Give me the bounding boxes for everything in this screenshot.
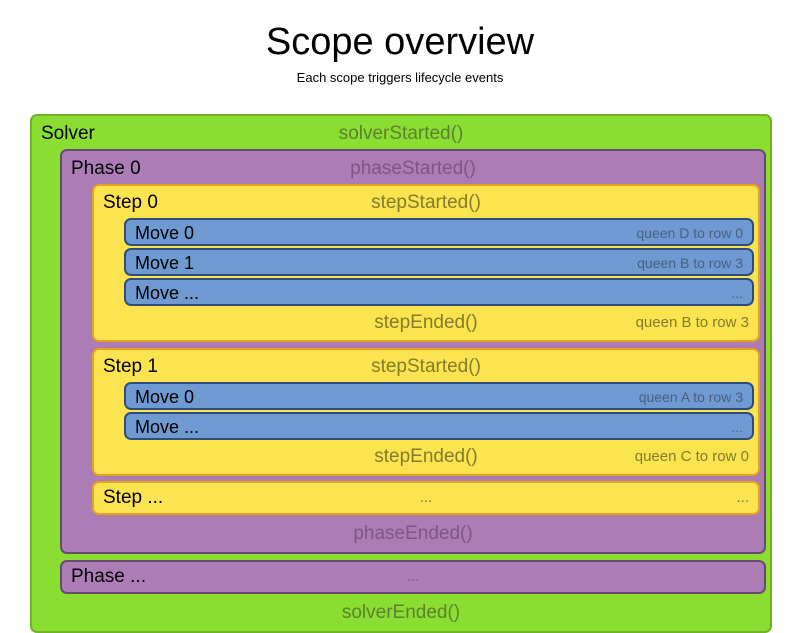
step-1-scope[interactable]: Step 1 stepStarted() Move 0 queen A to r… (92, 348, 760, 476)
move-label: Move 1 (135, 253, 195, 273)
phase-0-started-event: phaseStarted() (350, 158, 476, 179)
move-label: Move ... (135, 283, 200, 303)
step-ellipsis-right: ... (736, 489, 749, 506)
solver-started-row: Solver solverStarted() (32, 119, 770, 149)
phase-0-label: Phase 0 (71, 158, 141, 179)
page-title: Scope overview (265, 21, 535, 63)
solver-ended-event: solverEnded() (341, 602, 461, 623)
phase-0-ended-row: phaseEnded() (62, 519, 764, 549)
step-ellipsis-label: Step ... (103, 487, 164, 508)
phase-ellipsis-mid: ... (406, 568, 420, 585)
move-detail: ... (731, 419, 743, 435)
step-0-move-0-scope[interactable]: Move 0 queen D to row 0 (124, 218, 754, 246)
solver-scope[interactable]: Solver solverStarted() Phase 0 phaseStar… (30, 114, 772, 633)
move-row: Move 1 queen B to row 3 (126, 250, 752, 276)
move-detail: queen D to row 0 (636, 225, 743, 241)
move-detail: queen A to row 3 (638, 389, 743, 405)
step-0-ended-row: stepEnded() queen B to row 3 (94, 308, 758, 338)
step-ellipsis-scope[interactable]: Step ... ... ... (92, 481, 760, 515)
step-0-ended-detail: queen B to row 3 (635, 314, 749, 331)
step-1-label: Step 1 (103, 356, 158, 377)
page-subtitle: Each scope triggers lifecycle events (296, 69, 504, 85)
phase-0-ended-event: phaseEnded() (353, 523, 473, 544)
solver-ended-row: solverEnded() (32, 598, 770, 628)
phase-0-scope[interactable]: Phase 0 phaseStarted() Step 0 stepStarte… (60, 149, 766, 554)
move-row: Move ... ... (126, 280, 752, 306)
move-detail: ... (731, 285, 743, 301)
step-0-move-1-scope[interactable]: Move 1 queen B to row 3 (124, 248, 754, 276)
step-1-move-ellipsis-scope[interactable]: Move ... ... (124, 412, 754, 440)
step-ellipsis-mid: ... (419, 489, 433, 506)
step-0-started-event: stepStarted() (371, 192, 481, 213)
move-row: Move ... ... (126, 414, 752, 440)
step-0-started-row: Step 0 stepStarted() (94, 188, 758, 218)
solver-label: Solver (41, 123, 95, 144)
step-1-ended-event: stepEnded() (374, 446, 478, 467)
move-label: Move 0 (135, 223, 195, 243)
step-0-move-ellipsis-scope[interactable]: Move ... ... (124, 278, 754, 306)
step-0-label: Step 0 (103, 192, 158, 213)
move-detail: queen B to row 3 (637, 255, 743, 271)
page-header: Scope overview Each scope triggers lifec… (0, 0, 800, 85)
phase-ellipsis-scope[interactable]: Phase ... ... (60, 560, 766, 594)
solver-started-event: solverStarted() (338, 123, 464, 144)
step-ellipsis-row: Step ... ... ... (94, 483, 758, 513)
step-1-ended-detail: queen C to row 0 (634, 448, 749, 465)
step-1-ended-row: stepEnded() queen C to row 0 (94, 442, 758, 472)
scope-overview-diagram: Solver solverStarted() Phase 0 phaseStar… (30, 114, 772, 633)
phase-ellipsis-row: Phase ... ... (62, 562, 764, 592)
move-row: Move 0 queen A to row 3 (126, 384, 752, 410)
phase-0-started-row: Phase 0 phaseStarted() (62, 154, 764, 184)
move-label: Move ... (135, 417, 200, 437)
step-1-started-event: stepStarted() (371, 356, 481, 377)
step-0-ended-event: stepEnded() (374, 312, 478, 333)
move-row: Move 0 queen D to row 0 (126, 220, 752, 246)
step-1-started-row: Step 1 stepStarted() (94, 352, 758, 382)
step-1-move-0-scope[interactable]: Move 0 queen A to row 3 (124, 382, 754, 410)
step-0-scope[interactable]: Step 0 stepStarted() Move 0 queen D to r… (92, 184, 760, 342)
phase-ellipsis-label: Phase ... (71, 566, 146, 587)
move-label: Move 0 (135, 387, 195, 407)
